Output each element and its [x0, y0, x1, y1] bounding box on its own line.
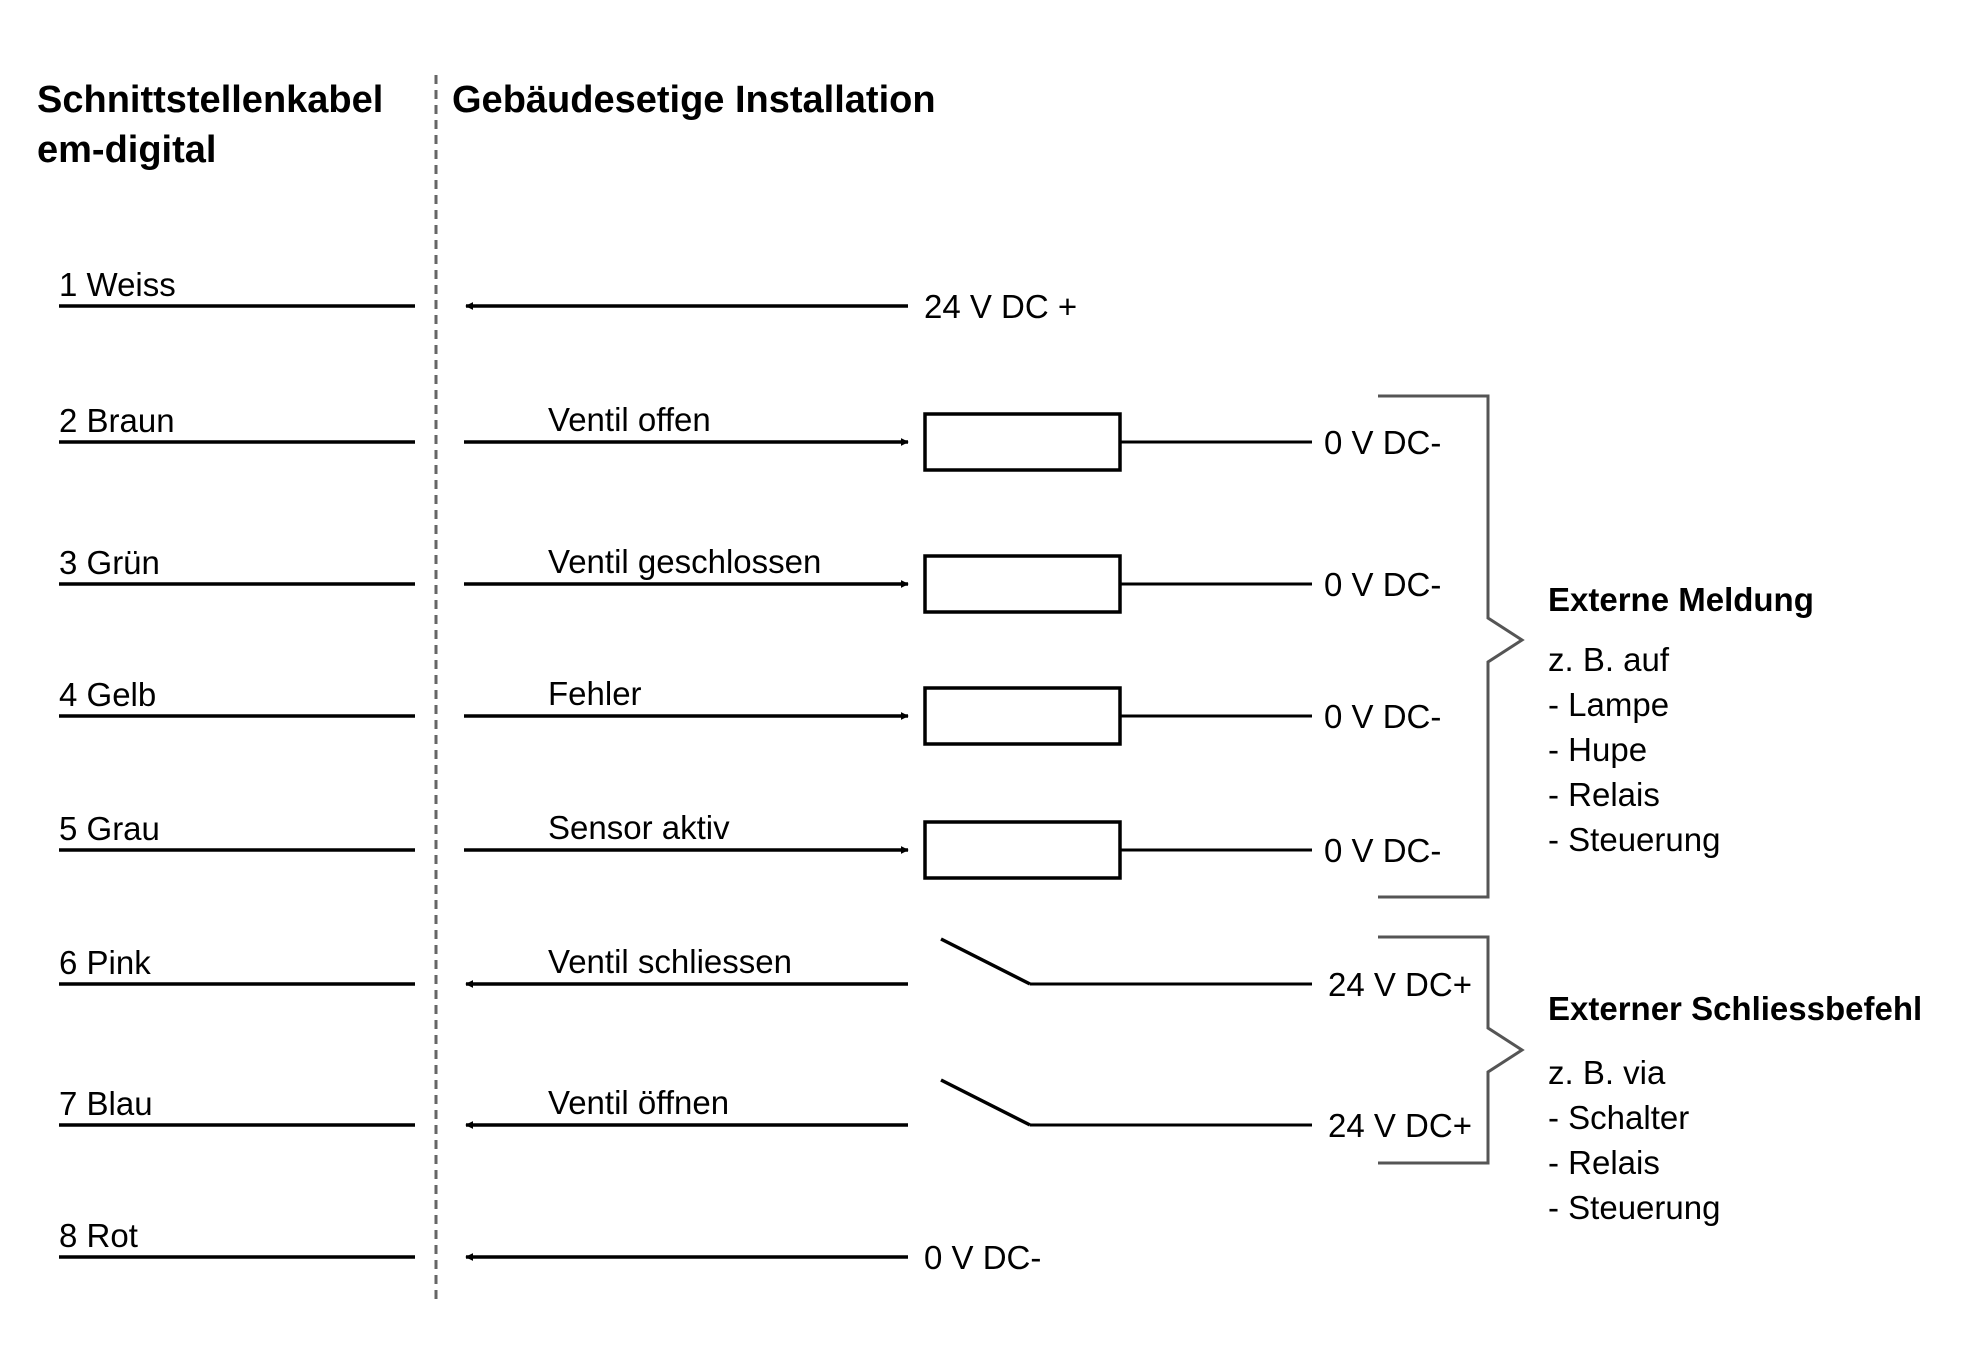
wire-label: 7 Blau	[59, 1085, 153, 1122]
bracket-externe-meldung	[1378, 394, 1525, 899]
wires-layer: 1 Weiss 24 V DC + 2 Braun Ventil offen 0 V D…	[59, 266, 1472, 1276]
group-schliess-line: - Schalter	[1548, 1099, 1689, 1136]
group-schliess-line: - Steuerung	[1548, 1189, 1720, 1226]
group-schliess-line: z. B. via	[1548, 1054, 1666, 1091]
group-meldung-line: z. B. auf	[1548, 641, 1670, 678]
switch-contact	[940, 937, 1031, 986]
group-meldung-line: - Lampe	[1548, 686, 1669, 723]
group-meldung-line: - Steuerung	[1548, 821, 1720, 858]
voltage-label: 0 V DC-	[1324, 698, 1441, 735]
header-installation-title: Gebäudesetige Installation	[452, 79, 936, 121]
header-cable-subtitle: em-digital	[37, 129, 216, 171]
wire-label: 1 Weiss	[59, 266, 176, 303]
voltage-label: 24 V DC+	[1328, 966, 1472, 1003]
voltage-label: 0 V DC-	[1324, 832, 1441, 869]
signal-label: Ventil öffnen	[548, 1084, 729, 1121]
group-schliess-title: Externer Schliessbefehl	[1548, 990, 1922, 1027]
switch-contact	[940, 1078, 1031, 1127]
voltage-label: 0 V DC-	[1324, 566, 1441, 603]
group-meldung-title: Externe Meldung	[1548, 581, 1814, 618]
wire-label: 2 Braun	[59, 402, 175, 439]
wire-label: 3 Grün	[59, 544, 160, 581]
signal-label: Ventil geschlossen	[548, 543, 821, 580]
load-box	[923, 820, 1122, 880]
header-cable-title: Schnittstellenkabel	[37, 79, 383, 121]
wire-label: 6 Pink	[59, 944, 151, 981]
group-meldung-line: - Relais	[1548, 776, 1660, 813]
wire-label: 8 Rot	[59, 1217, 138, 1254]
voltage-label: 0 V DC-	[924, 1239, 1041, 1276]
voltage-label: 0 V DC-	[1324, 424, 1441, 461]
wire-label: 4 Gelb	[59, 676, 156, 713]
voltage-label: 24 V DC+	[1328, 1107, 1472, 1144]
signal-label: Ventil offen	[548, 401, 711, 438]
signal-label: Fehler	[548, 675, 642, 712]
load-box	[923, 554, 1122, 614]
voltage-label: 24 V DC +	[924, 288, 1077, 325]
group-schliess-line: - Relais	[1548, 1144, 1660, 1181]
group-meldung-line: - Hupe	[1548, 731, 1647, 768]
load-box	[923, 412, 1122, 472]
wire-label: 5 Grau	[59, 810, 160, 847]
bracket-externer-schliessbefehl	[1378, 935, 1525, 1165]
signal-label: Ventil schliessen	[548, 943, 792, 980]
signal-label: Sensor aktiv	[548, 809, 730, 846]
load-box	[923, 686, 1122, 746]
